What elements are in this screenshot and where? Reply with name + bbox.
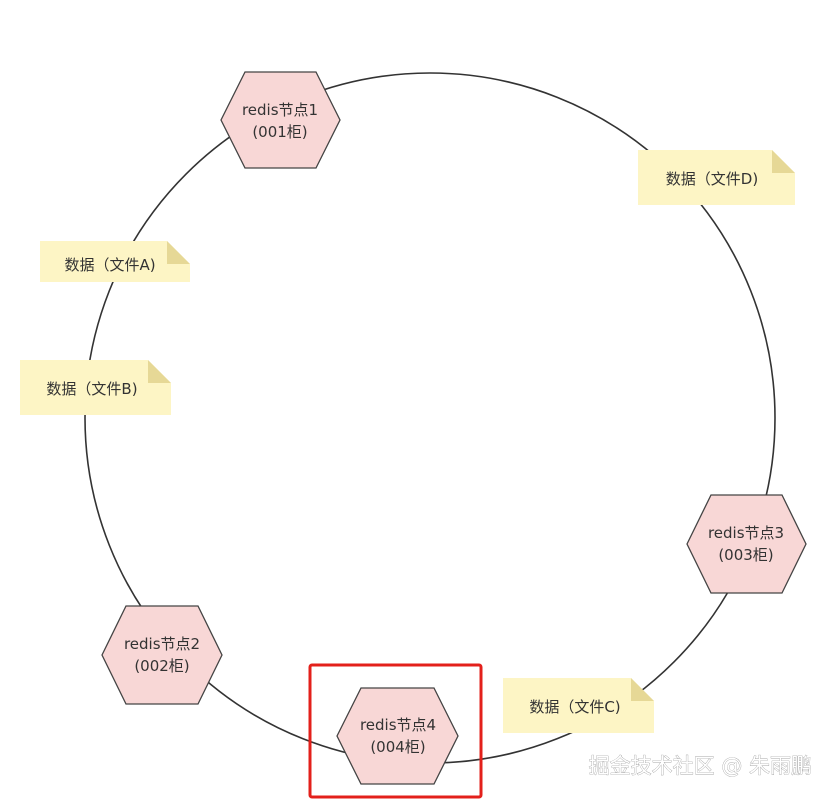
node-1-hexagon	[220, 71, 341, 169]
redis-node-3: redis节点3 (003柜)	[686, 494, 807, 594]
note-c-body	[503, 678, 654, 733]
data-note-a: 数据（文件A)	[40, 241, 190, 282]
note-c-label: 数据（文件C)	[529, 698, 620, 716]
note-b-fold	[148, 360, 171, 383]
note-a-body	[40, 241, 190, 282]
note-a-fold	[167, 241, 190, 264]
note-d-fold	[772, 150, 795, 173]
note-a-label: 数据（文件A)	[64, 256, 155, 274]
note-d-label: 数据（文件D)	[666, 170, 758, 188]
highlight-box	[308, 663, 483, 799]
node-4-sublabel: (004柜)	[370, 738, 425, 756]
node-4-label: redis节点4	[360, 716, 436, 734]
note-b-label: 数据（文件B)	[46, 380, 137, 398]
redis-node-2: redis节点2 (002柜)	[101, 605, 223, 705]
node-3-label: redis节点3	[708, 524, 784, 542]
node-2-label: redis节点2	[124, 635, 200, 653]
note-b-body	[20, 360, 171, 415]
redis-node-1: redis节点1 (001柜)	[220, 71, 341, 169]
data-note-d: 数据（文件D)	[638, 150, 795, 205]
node-1-sublabel: (001柜)	[252, 123, 307, 141]
data-note-b: 数据（文件B)	[20, 360, 171, 415]
node-3-sublabel: (003柜)	[718, 546, 773, 564]
node-1-label: redis节点1	[242, 101, 318, 119]
note-d-body	[638, 150, 795, 205]
node-4-hexagon	[336, 687, 459, 785]
data-note-c: 数据（文件C)	[503, 678, 654, 733]
note-c-fold	[631, 678, 654, 701]
node-2-hexagon	[101, 605, 223, 705]
node-3-hexagon	[686, 494, 807, 594]
watermark-text: 掘金技术社区 @ 朱雨鹏	[589, 754, 812, 778]
node-2-sublabel: (002柜)	[134, 657, 189, 675]
redis-node-4: redis节点4 (004柜)	[336, 687, 459, 785]
